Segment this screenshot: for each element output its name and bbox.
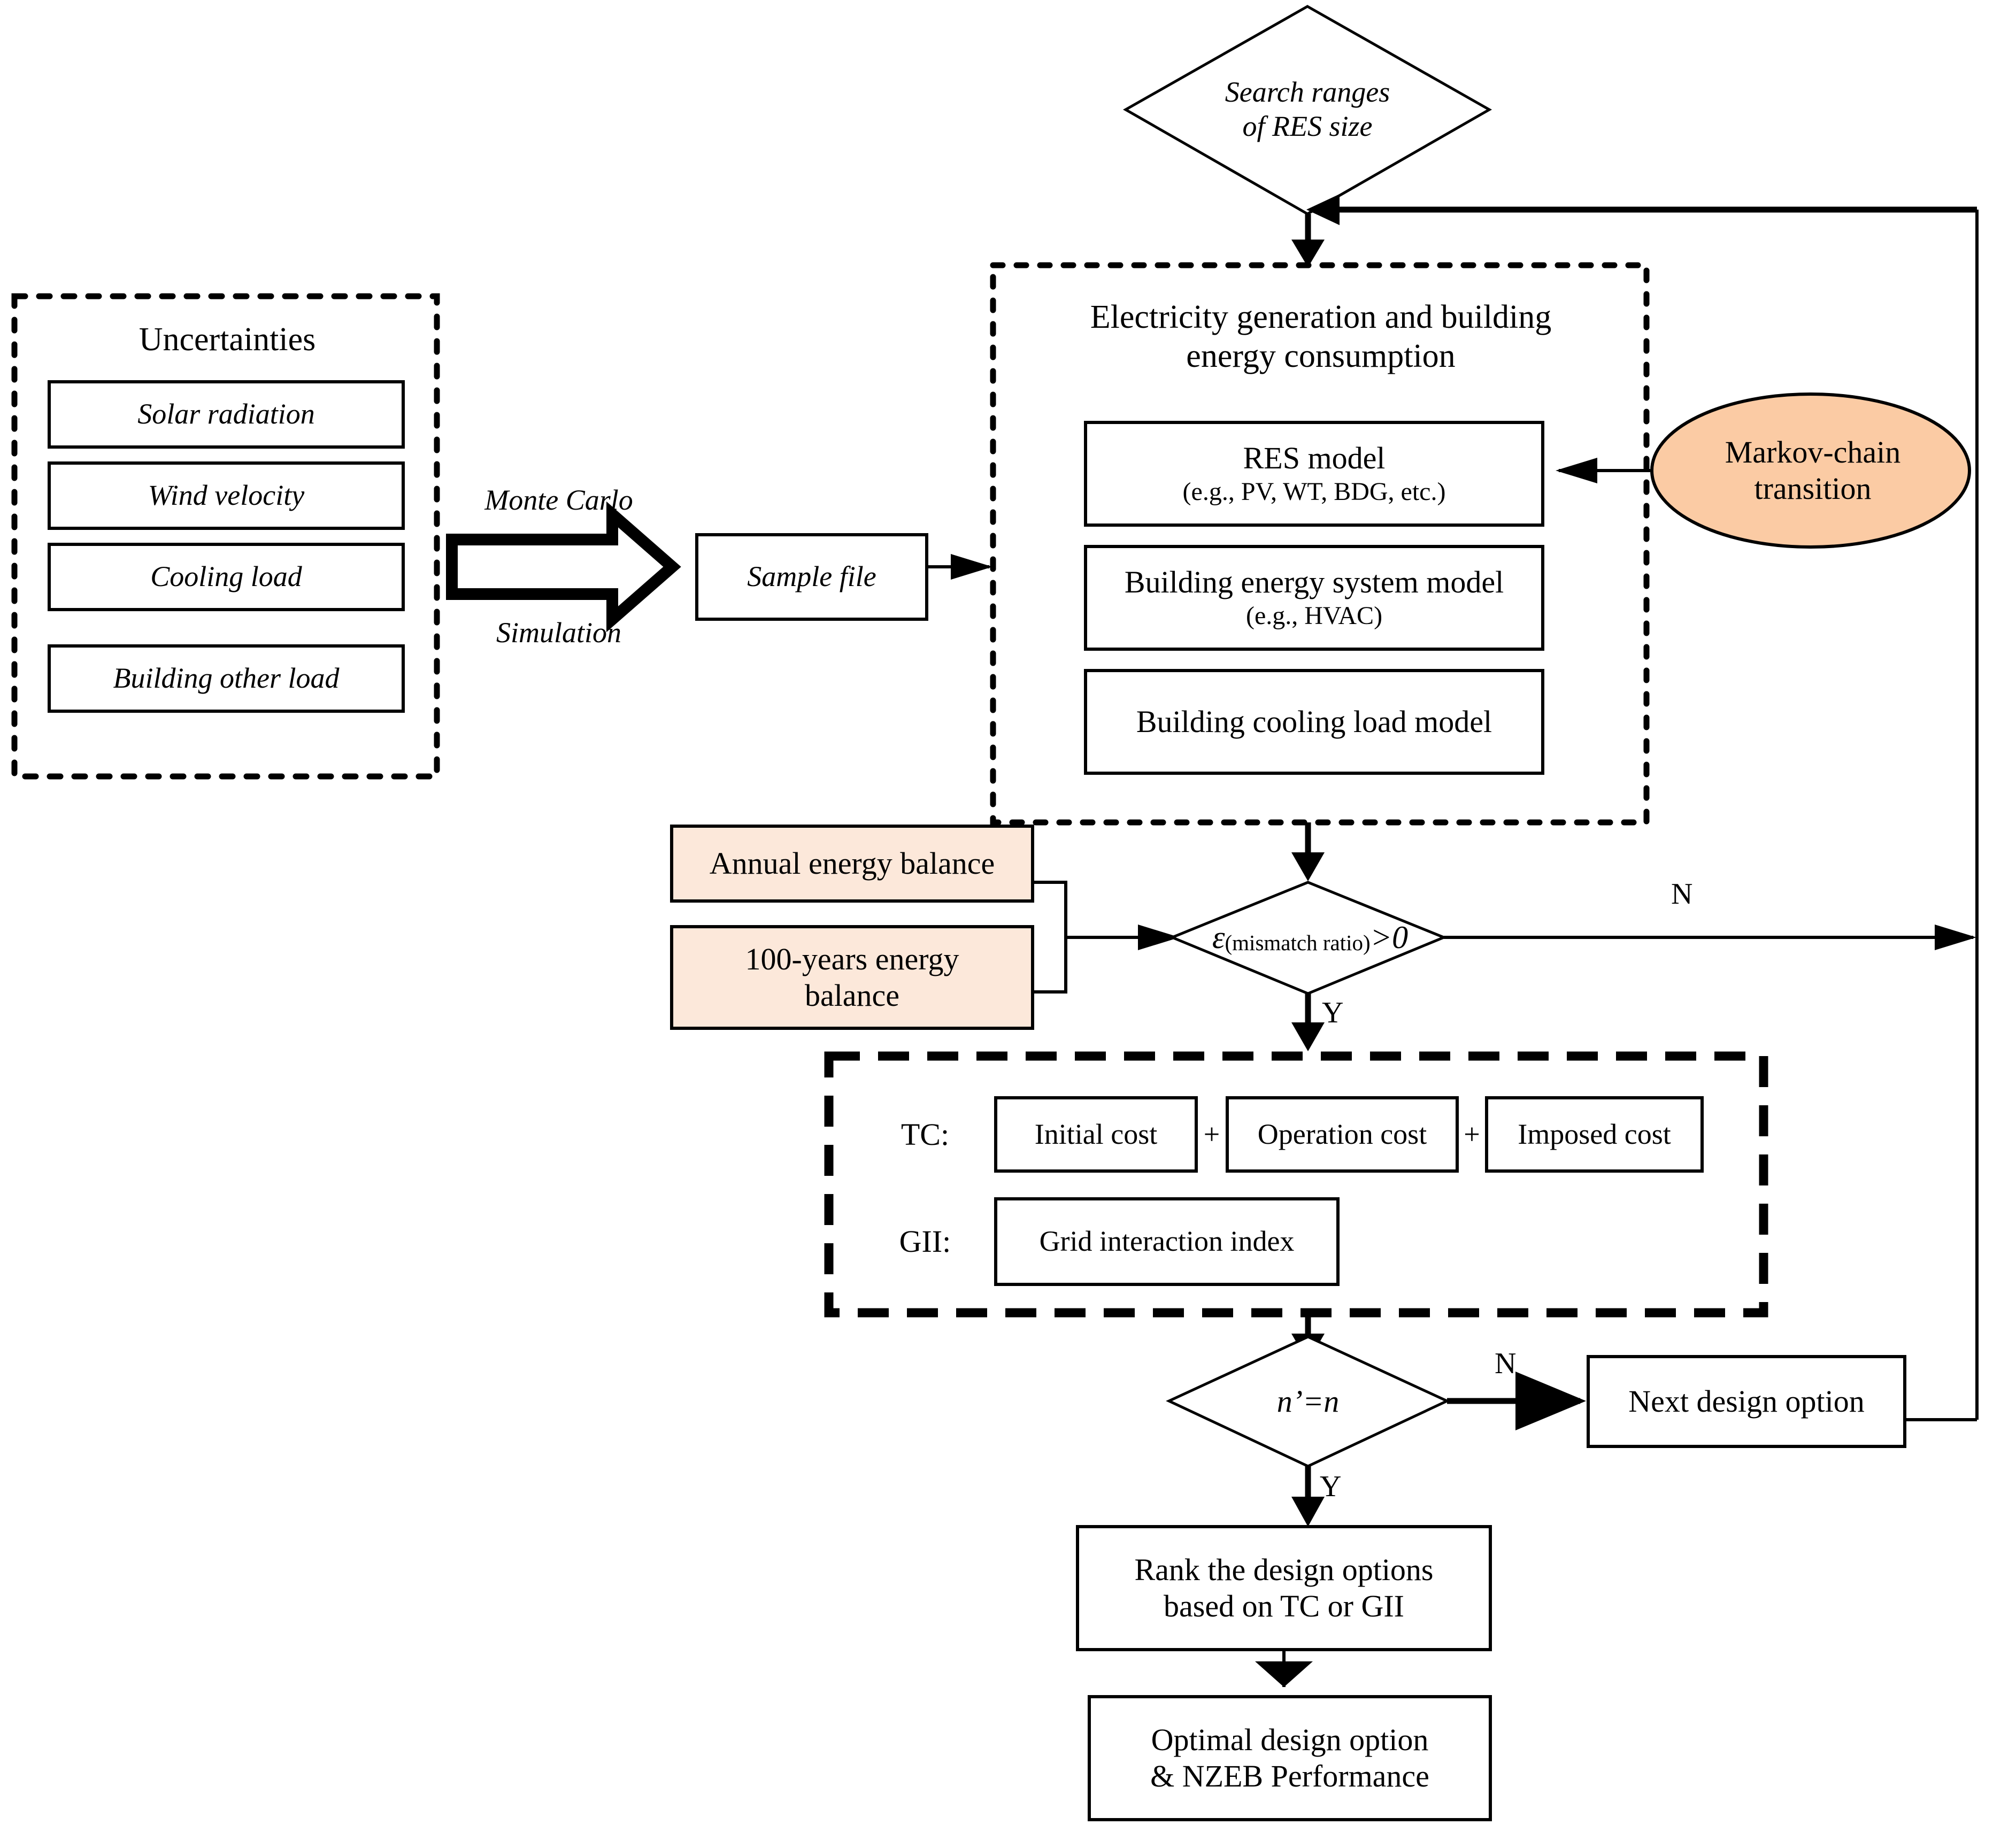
uncertainties-container bbox=[11, 293, 440, 780]
edge-ncheck-yes bbox=[1291, 1466, 1325, 1527]
model-boxes bbox=[1084, 421, 1544, 775]
gii-term-box bbox=[994, 1197, 1340, 1286]
ncheck-no-label: N bbox=[1495, 1347, 1517, 1380]
uncertainty-item-boxes bbox=[48, 380, 405, 713]
mismatch-no-label: N bbox=[1671, 877, 1693, 911]
search-ranges-diamond bbox=[1122, 5, 1492, 215]
optimal-option-box bbox=[1088, 1695, 1492, 1821]
feedback-rail bbox=[1306, 194, 1979, 1421]
mismatch-yes-label: Y bbox=[1322, 996, 1344, 1029]
n-equals-n-diamond bbox=[1166, 1335, 1450, 1468]
edge-electricity-to-mismatch bbox=[1291, 822, 1325, 881]
annual-energy-balance-box bbox=[670, 825, 1034, 903]
electricity-generation-container bbox=[990, 262, 1650, 826]
monte-carlo-block-arrow bbox=[446, 501, 681, 633]
markov-chain-ellipse bbox=[1650, 392, 1971, 549]
hundred-years-energy-balance-box bbox=[670, 925, 1034, 1030]
edge-balance-bracket bbox=[1033, 881, 1180, 994]
edge-search-to-electricity bbox=[1291, 214, 1325, 267]
rank-options-box bbox=[1076, 1525, 1492, 1651]
next-design-option-box bbox=[1587, 1355, 1906, 1448]
sample-file-box bbox=[695, 533, 928, 621]
edge-mismatch-yes bbox=[1291, 994, 1325, 1051]
tc-term-boxes bbox=[994, 1096, 1704, 1173]
mismatch-ratio-diamond bbox=[1168, 881, 1448, 995]
ncheck-yes-label: Y bbox=[1320, 1470, 1342, 1503]
objectives-container bbox=[824, 1051, 1768, 1318]
